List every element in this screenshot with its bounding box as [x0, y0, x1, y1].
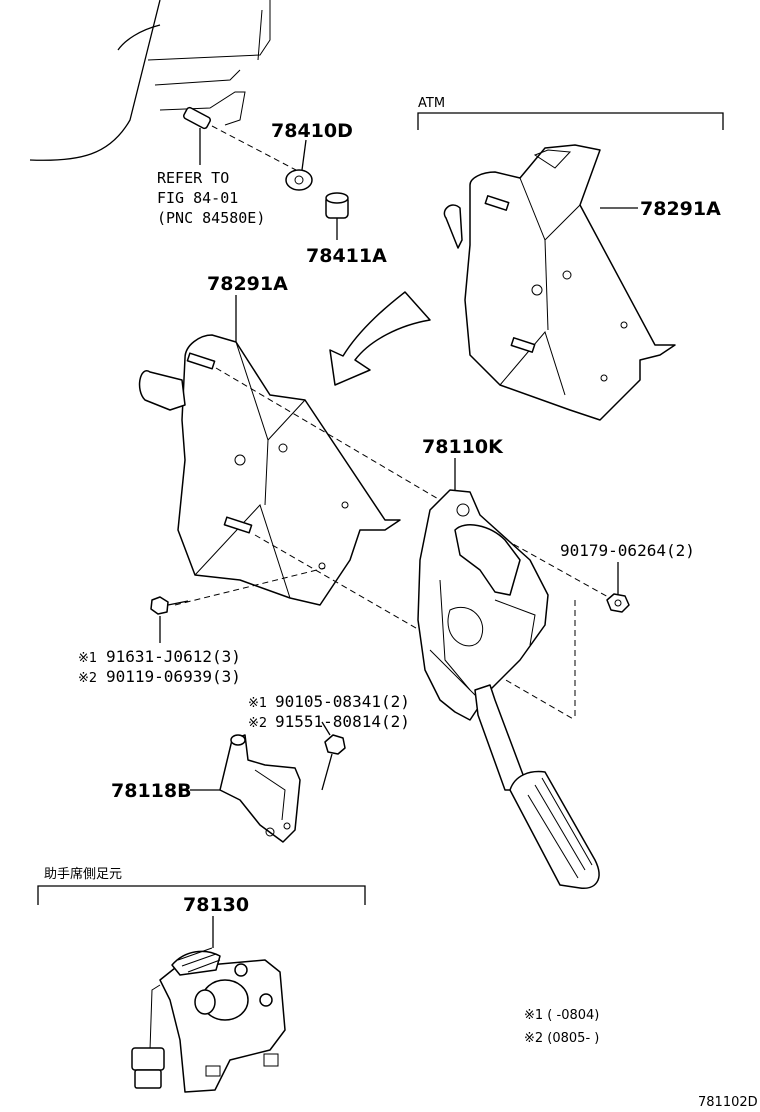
label-91631: 91631-J0612(3)	[106, 647, 241, 666]
bracket-78291a	[138, 295, 611, 721]
label-78411a: 78411A	[306, 245, 387, 267]
passenger-range-bracket	[37, 885, 366, 905]
refer-line-1: REFER TO	[157, 169, 229, 187]
refer-line-3: (PNC 84580E)	[157, 209, 265, 227]
refer-line-2: FIG 84-01	[157, 189, 238, 207]
mark-1-screw: ※1	[248, 696, 267, 711]
nut-78410d	[285, 139, 313, 191]
label-90179: 90179-06264(2)	[560, 541, 695, 560]
label-78291a: 78291A	[207, 273, 288, 295]
label-91551: 91551-80814(2)	[275, 712, 410, 731]
mark-2-bolt: ※2	[78, 671, 97, 686]
nut-90179	[606, 562, 630, 613]
label-78410d: 78410D	[271, 120, 353, 142]
mark-2-screw: ※2	[248, 716, 267, 731]
direction-arrow	[329, 291, 431, 386]
label-78110k: 78110K	[422, 436, 504, 458]
figure-id: 781102D	[698, 1095, 758, 1110]
clip-78411a	[325, 192, 349, 240]
label-atm: ATM	[418, 96, 445, 111]
dashboard-fragment	[29, 0, 271, 161]
labels: ATM 78291A 78410D 78411A REFER TO FIG 84…	[44, 96, 758, 1110]
bracket-78291a-atm	[443, 144, 676, 421]
dash-stud-bolt	[183, 106, 297, 171]
mark-1-bolt: ※1	[78, 651, 97, 666]
label-78118b: 78118B	[111, 780, 192, 802]
bolt-91631	[150, 596, 189, 643]
accelerator-pedal-78110k	[417, 458, 600, 889]
bracket-78118b	[190, 734, 301, 843]
label-jp-heading: 助手席側足元	[44, 866, 122, 882]
label-78291a-atm: 78291A	[640, 198, 721, 220]
atm-range-bracket	[417, 112, 724, 130]
passenger-footrest-78130	[131, 916, 286, 1093]
note-1: ※1 ( -0804)	[524, 1008, 599, 1023]
label-90119: 90119-06939(3)	[106, 667, 241, 686]
note-2: ※2 (0805- )	[524, 1031, 599, 1046]
bolt-90105	[321, 721, 346, 791]
label-78130: 78130	[183, 894, 249, 916]
label-90105: 90105-08341(2)	[275, 692, 410, 711]
